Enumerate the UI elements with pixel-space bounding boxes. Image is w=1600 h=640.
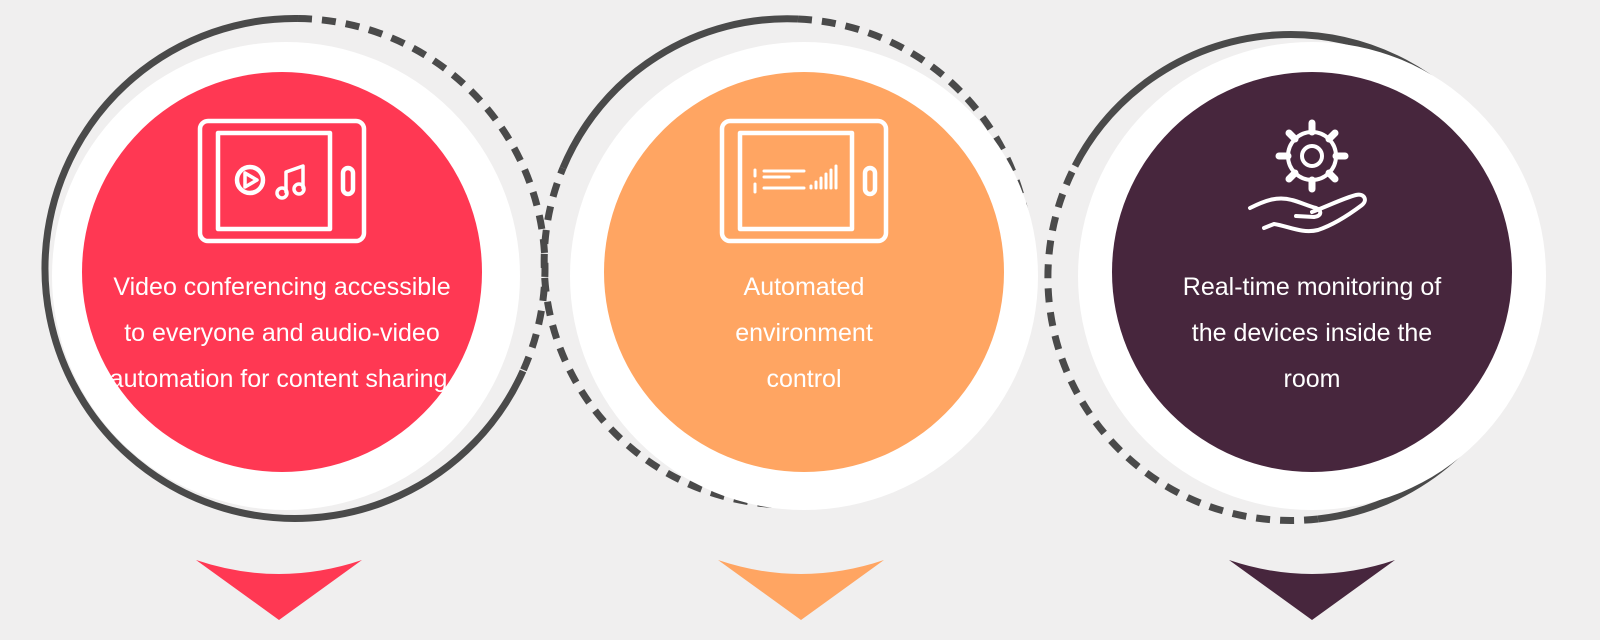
- tablet-media-icon: [192, 116, 372, 246]
- dashed-ring-arc: [1044, 164, 1319, 525]
- pointer-arrow-icon: [196, 560, 362, 620]
- dashed-ring-arc: [297, 15, 549, 373]
- tablet-environment-icon: [714, 116, 894, 246]
- feature-circle-environment-control: Automated environment control: [604, 72, 1004, 472]
- gear-in-hand-icon: [1222, 116, 1402, 246]
- pointer-arrow-icon: [1229, 560, 1395, 620]
- feature-circle-realtime-monitoring: Real-time monitoring of the devices insi…: [1112, 72, 1512, 472]
- feature-label: Video conferencing accessible to everyon…: [109, 273, 455, 393]
- dashed-ring-arc: [540, 15, 1034, 509]
- pointer-arrow-icon: [718, 560, 884, 620]
- solid-ring-arc: [41, 14, 527, 522]
- solid-ring-arc: [559, 15, 799, 170]
- feature-label: Automated environment control: [735, 273, 873, 393]
- feature-circle-video-conferencing: Video conferencing accessible to everyon…: [82, 72, 482, 472]
- feature-label: Real-time monitoring of the devices insi…: [1182, 273, 1442, 393]
